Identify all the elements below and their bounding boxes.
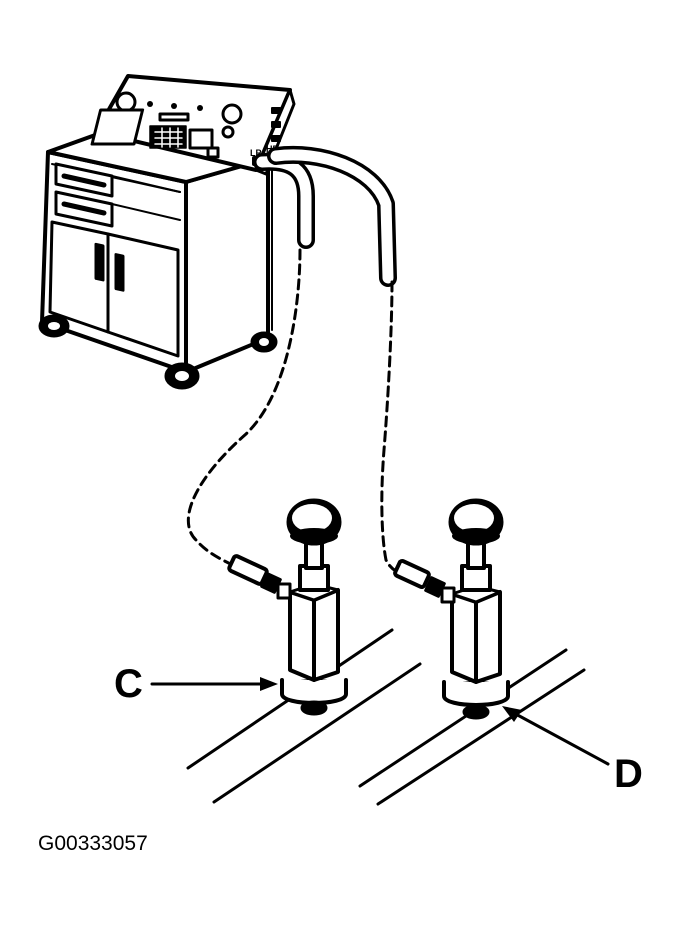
callout-label-c: C [114, 662, 143, 706]
console-gauge-right [221, 103, 243, 125]
cart-door-right [106, 232, 180, 358]
floor-rails [186, 628, 586, 806]
jack-stand-d [393, 498, 510, 720]
callout-arrow-c [150, 677, 278, 691]
hose-c-flex [186, 248, 302, 570]
hose-d-flex [380, 280, 410, 578]
jack-stand-c [227, 498, 348, 716]
test-cart: LP HP [38, 74, 296, 390]
hoses [186, 145, 410, 578]
console-keypad [149, 125, 187, 149]
hose-port-panel [271, 107, 281, 142]
callout-label-d: D [614, 752, 643, 796]
callout-arrow-d [502, 706, 610, 766]
port-label-lp: LP [250, 148, 262, 158]
cart-door-handle-right [114, 253, 125, 292]
cart-door-handle-left [94, 242, 105, 282]
figure-id: G00333057 [38, 832, 148, 855]
console-display [90, 108, 145, 146]
